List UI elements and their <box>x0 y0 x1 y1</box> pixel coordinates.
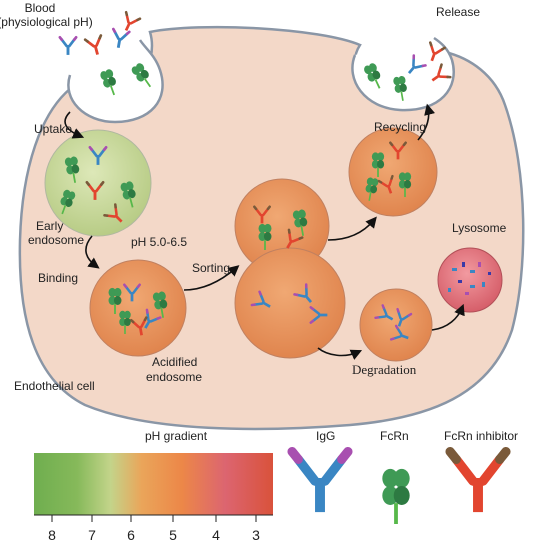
sorting-arrow <box>183 265 240 291</box>
recycling-arrow <box>327 216 377 241</box>
acidified-label: Acidified <box>152 355 197 369</box>
uptake-arrow <box>64 111 85 139</box>
ph-tick-label: 8 <box>48 527 56 543</box>
legend-fcrn-label: FcRn <box>380 429 409 443</box>
ph-gradient-axis: 8 7 6 5 4 3 <box>34 514 273 543</box>
legend-fcrn-inhibitor-icon <box>450 452 506 512</box>
recycling-label: Recycling <box>374 120 426 134</box>
blood-sub-label: (physiological pH) <box>0 15 93 29</box>
ph-tick-label: 4 <box>212 527 220 543</box>
lysosome-label: Lysosome <box>452 221 507 235</box>
process-arrows <box>64 103 465 360</box>
binding-arrow <box>85 235 100 269</box>
early-endosome-sub-label: endosome <box>28 233 84 247</box>
release-arrow <box>417 103 436 141</box>
legend-igg-label: IgG <box>316 429 335 443</box>
legend-fcrn-icon <box>380 466 412 526</box>
ph-tick-label: 6 <box>127 527 135 543</box>
degradation-label: Degradation <box>352 362 417 377</box>
legend-fcrn-inhibitor-label: FcRn inhibitor <box>444 429 518 443</box>
release-label: Release <box>436 5 480 19</box>
to-lysosome-arrow <box>431 303 465 331</box>
acidified-sub-label: endosome <box>146 370 202 384</box>
degradation-arrow <box>317 347 363 360</box>
lysosome <box>437 247 503 313</box>
recycling-endosome <box>348 127 438 217</box>
endothelial-cell-label: Endothelial cell <box>14 379 95 393</box>
blood-label: Blood <box>25 1 56 15</box>
ph-gradient-title: pH gradient <box>145 429 208 443</box>
early-endosome-label: Early <box>36 219 63 233</box>
ph-tick-label: 5 <box>169 527 177 543</box>
binding-label: Binding <box>38 271 78 285</box>
sorting-endosome-lower <box>234 247 346 359</box>
legend-igg-icon <box>292 452 348 512</box>
ph-tick-label: 7 <box>88 527 96 543</box>
sorting-label: Sorting <box>192 261 230 275</box>
uptake-label: Uptake <box>34 122 72 136</box>
early-endosome <box>44 129 152 237</box>
ph-range-label: pH 5.0-6.5 <box>131 235 187 249</box>
lysosome-fragments <box>448 262 491 295</box>
ph-gradient-bar <box>34 453 273 515</box>
acidified-endosome <box>89 259 187 357</box>
ph-tick-label: 3 <box>252 527 260 543</box>
